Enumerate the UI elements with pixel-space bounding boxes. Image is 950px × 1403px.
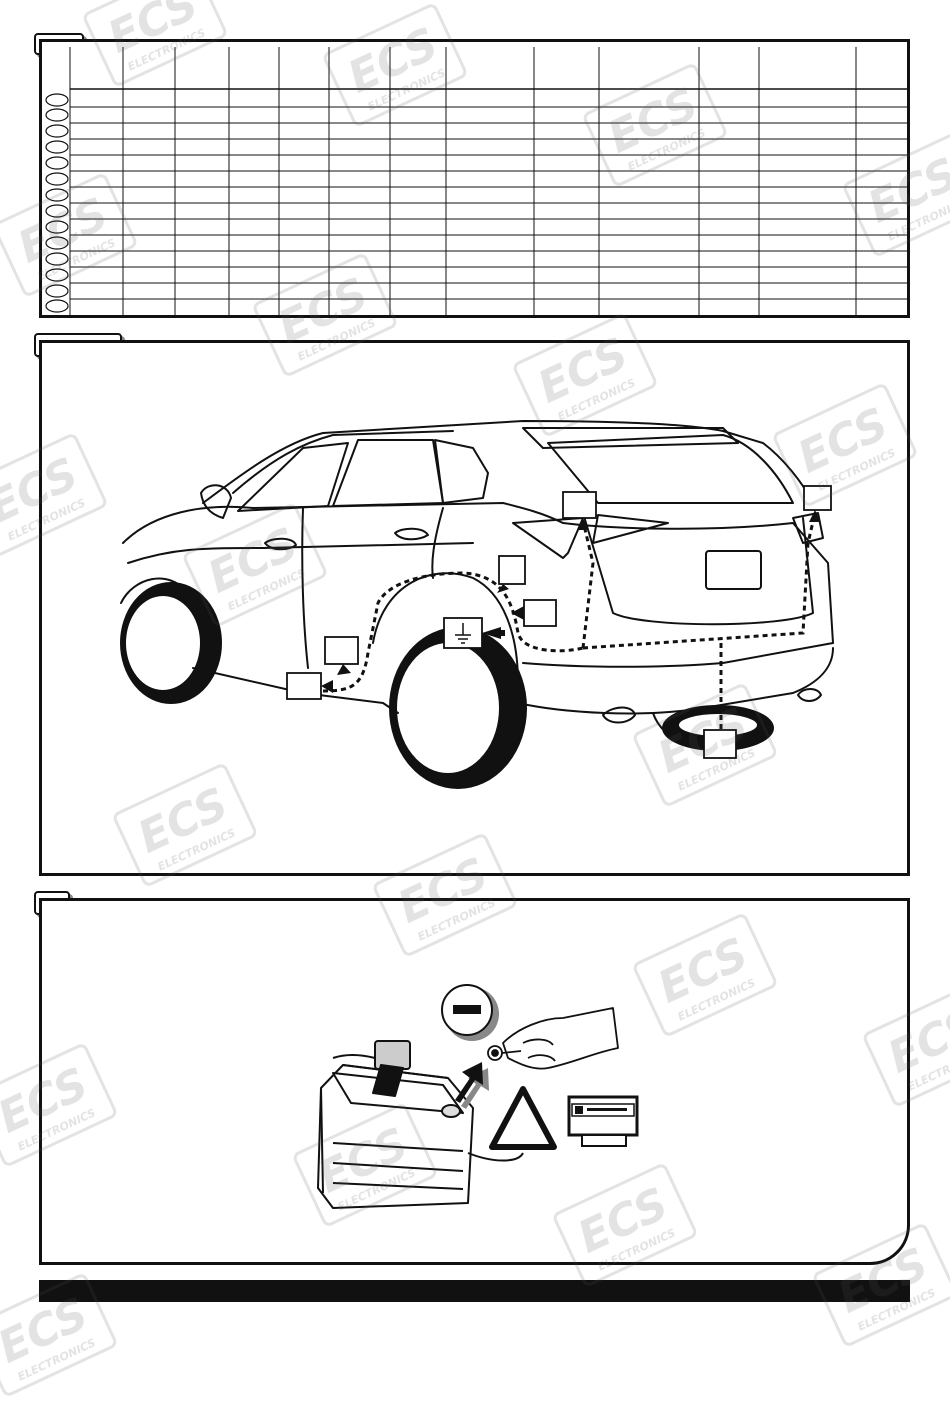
arrow-icon — [321, 510, 821, 693]
minus-terminal-icon — [441, 984, 499, 1041]
callout-box-6 — [286, 672, 322, 700]
callout-box-3 — [498, 555, 526, 585]
svg-text:ELECTRONICS: ELECTRONICS — [16, 1336, 98, 1383]
callout-box-1 — [562, 491, 597, 519]
connection-table — [45, 47, 907, 315]
radio-unit-icon — [567, 1095, 639, 1147]
battery-diagram — [317, 984, 639, 1209]
connection-table-panel — [39, 39, 910, 318]
callout-box-4 — [523, 599, 557, 627]
wiring-route — [322, 512, 817, 738]
footer-bar — [39, 1280, 910, 1302]
callout-box-5 — [324, 636, 359, 665]
battery-icon — [317, 1040, 524, 1209]
warning-triangle-icon — [489, 1086, 557, 1150]
svg-text:ELECTRONICS: ELECTRONICS — [906, 1046, 950, 1093]
hand-icon — [487, 1007, 619, 1070]
ground-icon — [443, 617, 505, 649]
battery-disconnect-panel — [39, 898, 910, 1265]
callout-box-7 — [703, 729, 737, 759]
callout-box-2 — [803, 485, 832, 511]
arrow-icon — [455, 1062, 489, 1109]
car-installation-panel — [39, 340, 910, 876]
car-diagram — [120, 420, 834, 789]
